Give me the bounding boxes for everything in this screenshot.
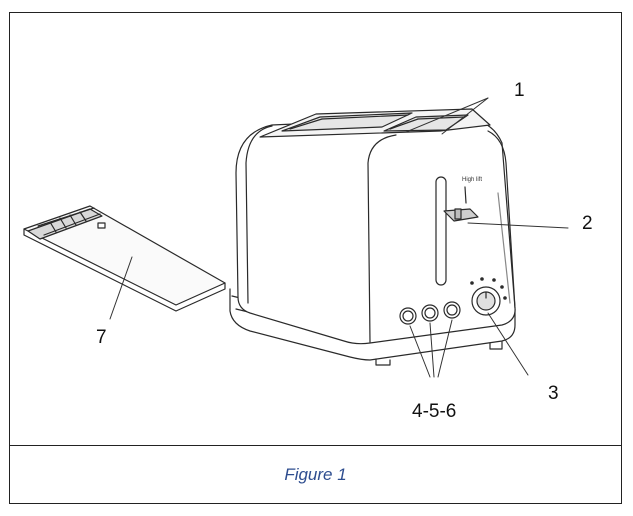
callout-3: 3 (548, 383, 559, 404)
callout-4-5-6: 4-5-6 (412, 401, 457, 422)
toaster-body: High lift (229, 108, 516, 366)
svg-text:High lift: High lift (462, 177, 482, 183)
figure-caption: Figure 1 (284, 464, 347, 484)
callout-7: 7 (96, 327, 107, 348)
callout-2: 2 (582, 213, 593, 234)
figure-frame (9, 12, 622, 504)
toaster-drawing: High lift (23, 97, 569, 378)
control-buttons (399, 301, 461, 325)
callout-1: 1 (514, 80, 525, 101)
browning-knob (470, 277, 507, 316)
caption-divider (9, 445, 622, 446)
crumb-tray (23, 205, 226, 312)
leader-lines (109, 97, 569, 378)
